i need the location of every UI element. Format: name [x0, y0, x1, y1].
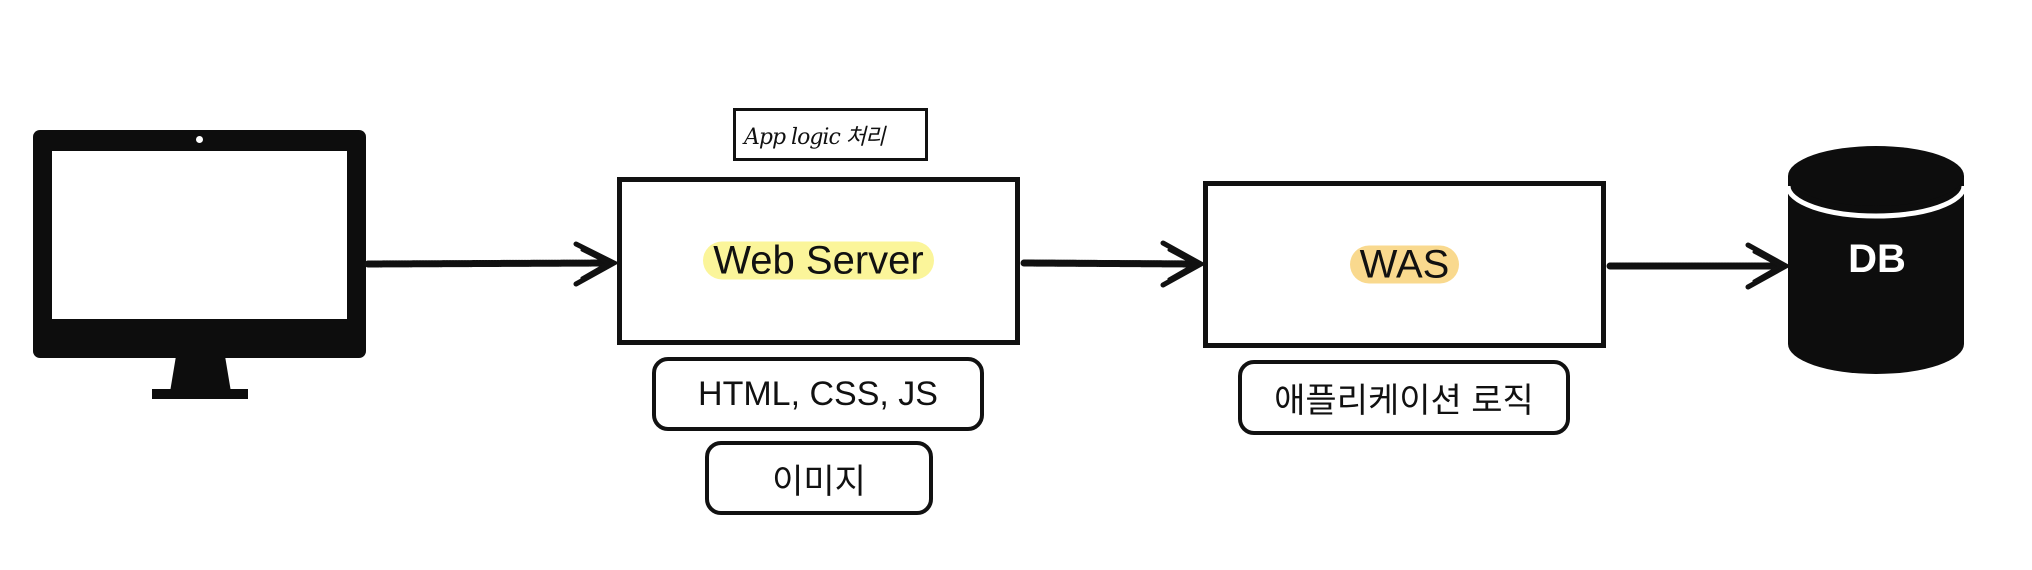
web-server-item-label: HTML, CSS, JS: [698, 374, 938, 413]
was-item-app-logic: 애플리케이션 로직: [1238, 360, 1570, 435]
web-server-item-image: 이미지: [705, 441, 933, 515]
database-icon: [1785, 146, 1967, 374]
web-server-label: Web Server: [703, 241, 934, 281]
arrow-was-to-db: [1606, 242, 1792, 290]
web-server-box: Web Server: [617, 177, 1020, 345]
arrow-client-to-webserver: [364, 241, 620, 287]
note-text: App logic 처리: [744, 124, 885, 150]
was-box: WAS: [1203, 181, 1606, 348]
was-label: WAS: [1349, 244, 1460, 284]
web-server-item-static: HTML, CSS, JS: [652, 357, 984, 431]
web-server-item-label: 이미지: [772, 462, 866, 501]
arrow-webserver-to-was: [1020, 240, 1207, 288]
monitor-camera-dot: [196, 136, 203, 143]
monitor-screen: [52, 151, 347, 319]
note-app-logic: App logic 처리: [733, 108, 928, 161]
was-item-label: 애플리케이션 로직: [1274, 382, 1534, 420]
db-label: DB: [1848, 237, 1906, 281]
